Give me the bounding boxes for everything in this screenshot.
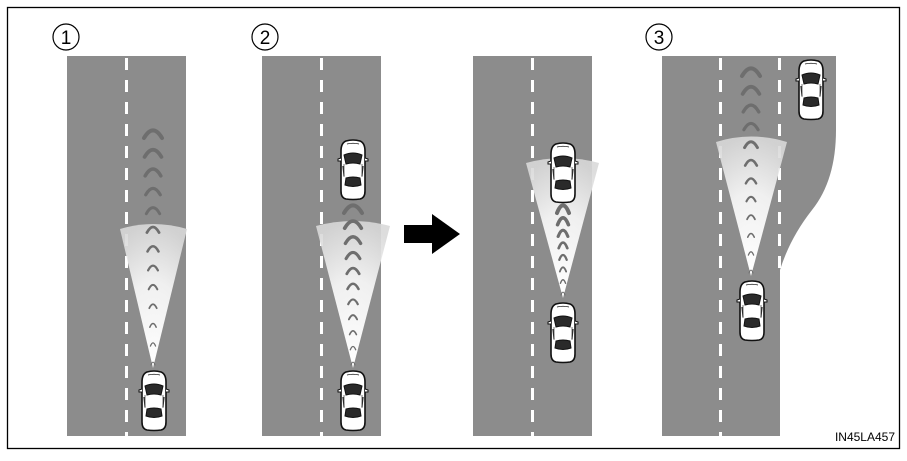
radar-wave-icon bbox=[346, 282, 360, 291]
step-label-3: 3 bbox=[645, 23, 673, 51]
radar-wave-icon bbox=[343, 235, 363, 246]
radar-wave-icon bbox=[740, 84, 762, 96]
radar-wave-icon bbox=[144, 206, 162, 216]
radar-wave-icon bbox=[142, 147, 164, 159]
radar-wave-icon bbox=[148, 303, 158, 310]
radar-wave-icon bbox=[743, 140, 759, 150]
own-vehicle bbox=[547, 302, 579, 364]
radar-wave-icon bbox=[147, 283, 159, 291]
radar-wave-icon bbox=[142, 128, 164, 140]
step-label-2-text: 2 bbox=[260, 28, 271, 49]
radar-wave-icon bbox=[344, 250, 362, 261]
radar-wave-icon bbox=[342, 203, 364, 215]
own-vehicle bbox=[337, 370, 369, 432]
radar-wave-icon bbox=[740, 66, 762, 78]
radar-wave-icon bbox=[349, 345, 357, 351]
radar-wave-icon bbox=[150, 361, 156, 366]
radar-wave-icon bbox=[555, 203, 571, 215]
radar-wave-icon bbox=[748, 269, 754, 274]
preceding-vehicle bbox=[337, 139, 369, 201]
radar-wave-icon bbox=[348, 330, 358, 336]
radar-wave-icon bbox=[149, 322, 157, 328]
step-label-2: 2 bbox=[251, 23, 279, 51]
radar-waves bbox=[142, 66, 762, 366]
own-vehicle bbox=[736, 280, 768, 342]
radar-wave-icon bbox=[345, 266, 361, 276]
radar-wave-icon bbox=[146, 264, 160, 272]
radar-wave-icon bbox=[743, 158, 759, 167]
step-label-1-text: 1 bbox=[61, 28, 72, 49]
radar-wave-icon bbox=[143, 167, 163, 178]
radar-wave-icon bbox=[557, 241, 569, 250]
radar-wave-icon bbox=[558, 253, 568, 262]
radar-wave-icon bbox=[560, 291, 566, 296]
radar-wave-icon bbox=[742, 121, 760, 132]
own-vehicle bbox=[138, 370, 170, 432]
radar-wave-icon bbox=[741, 103, 761, 114]
preceding-vehicle bbox=[547, 142, 579, 204]
radar-detection-beam bbox=[120, 224, 187, 368]
radar-wave-icon bbox=[746, 232, 756, 238]
radar-wave-icon bbox=[146, 245, 160, 253]
radar-wave-icon bbox=[145, 225, 161, 234]
step-label-3-text: 3 bbox=[654, 28, 665, 49]
radar-wave-icon bbox=[558, 266, 568, 273]
radar-wave-icon bbox=[556, 228, 570, 238]
radar-wave-icon bbox=[746, 214, 756, 221]
reference-code: IN45LA457 bbox=[835, 430, 895, 444]
radar-wave-icon bbox=[347, 298, 359, 306]
radar-wave-icon bbox=[747, 251, 755, 256]
step-label-1: 1 bbox=[52, 23, 80, 51]
radar-detection-beam bbox=[716, 136, 787, 276]
radar-wave-icon bbox=[350, 361, 356, 366]
radar-wave-icon bbox=[555, 216, 571, 227]
radar-wave-icon bbox=[149, 342, 157, 347]
radar-wave-icon bbox=[559, 279, 567, 285]
radar-wave-icon bbox=[744, 177, 758, 185]
radar-wave-icon bbox=[347, 314, 359, 321]
radar-wave-icon bbox=[144, 186, 162, 197]
radar-detection-beam bbox=[526, 158, 599, 298]
radar-wave-icon bbox=[342, 219, 364, 231]
arrow-right-icon bbox=[404, 214, 460, 254]
radar-wave-icon bbox=[745, 195, 757, 203]
radar-detection-beam bbox=[316, 221, 390, 368]
merging-vehicle bbox=[795, 59, 827, 121]
